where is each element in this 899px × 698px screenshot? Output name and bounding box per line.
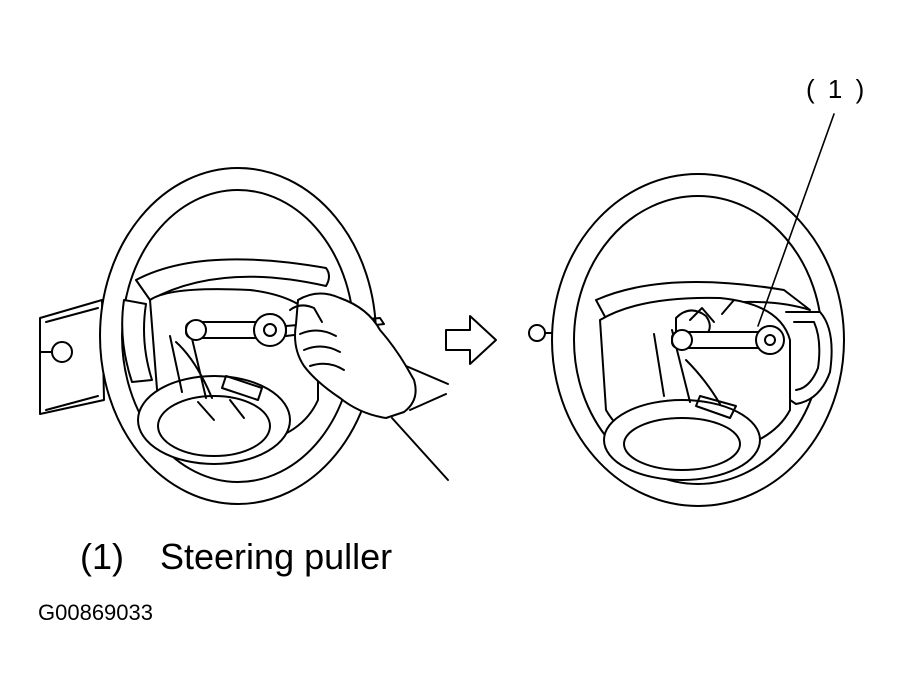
steering-puller-installed bbox=[671, 299, 785, 355]
figure-id: G00869033 bbox=[38, 600, 153, 625]
steering-column-mount bbox=[39, 299, 105, 415]
steering-puller-tool bbox=[185, 313, 385, 347]
technician-hand bbox=[289, 292, 449, 481]
left-steering-wheel-illustration bbox=[39, 167, 449, 505]
legend-number: (1) bbox=[80, 536, 124, 577]
callout-leader-line bbox=[757, 113, 835, 327]
arrow-right-icon bbox=[445, 315, 497, 365]
callout-label-1: ( 1 ) bbox=[806, 74, 868, 104]
right-steering-wheel-illustration bbox=[528, 113, 845, 507]
legend-text: Steering puller bbox=[160, 536, 393, 577]
legend: (1) Steering puller bbox=[80, 536, 392, 578]
